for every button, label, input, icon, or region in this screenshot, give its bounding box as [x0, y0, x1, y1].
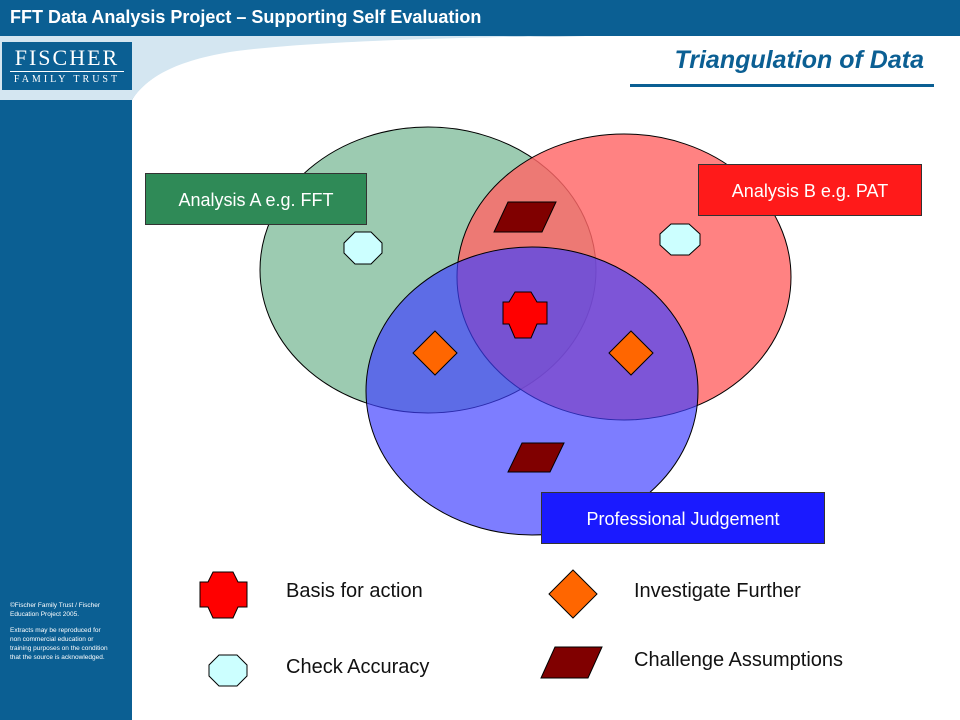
label-analysis-b: Analysis B e.g. PAT: [698, 164, 922, 216]
fischer-logo: FISCHER FAMILY TRUST: [2, 42, 132, 90]
legend-label-challenge-assumptions: Challenge Assumptions: [634, 649, 844, 671]
parallelogram-icon: [507, 442, 565, 473]
legend-cross-icon: [199, 571, 248, 619]
logo-rule: [10, 71, 124, 72]
sidebar-panel: [0, 100, 132, 720]
diamond-icon: [412, 330, 458, 376]
logo-line-2: FAMILY TRUST: [13, 74, 121, 85]
label-professional-judgement: Professional Judgement: [541, 492, 825, 544]
title-underline: [630, 84, 934, 87]
logo-line-1: FISCHER: [14, 45, 120, 70]
legend-octagon-icon: [208, 654, 248, 687]
legend-label-investigate-further: Investigate Further: [634, 580, 801, 602]
circle-professional-judgement: [365, 246, 699, 536]
legend-parallelogram-icon: [540, 646, 603, 679]
label-analysis-a: Analysis A e.g. FFT: [145, 173, 367, 225]
diamond-icon: [608, 330, 654, 376]
cross-icon: [502, 291, 548, 339]
octagon-icon: [343, 231, 383, 265]
legend-diamond-icon: [548, 569, 598, 619]
copyright-line-2: Extracts may be reproduced for non comme…: [10, 627, 108, 661]
header-title: FFT Data Analysis Project – Supporting S…: [10, 7, 482, 27]
octagon-icon: [659, 223, 701, 256]
page-title: Triangulation of Data: [674, 46, 924, 74]
copyright-line-1: ©Fischer Family Trust / Fischer Educatio…: [10, 602, 101, 618]
copyright-notice: ©Fischer Family Trust / Fischer Educatio…: [10, 601, 110, 669]
header-swoosh: [0, 30, 960, 100]
parallelogram-icon: [493, 201, 557, 233]
legend-label-basis-for-action: Basis for action: [286, 580, 423, 602]
legend-label-check-accuracy: Check Accuracy: [286, 656, 430, 678]
